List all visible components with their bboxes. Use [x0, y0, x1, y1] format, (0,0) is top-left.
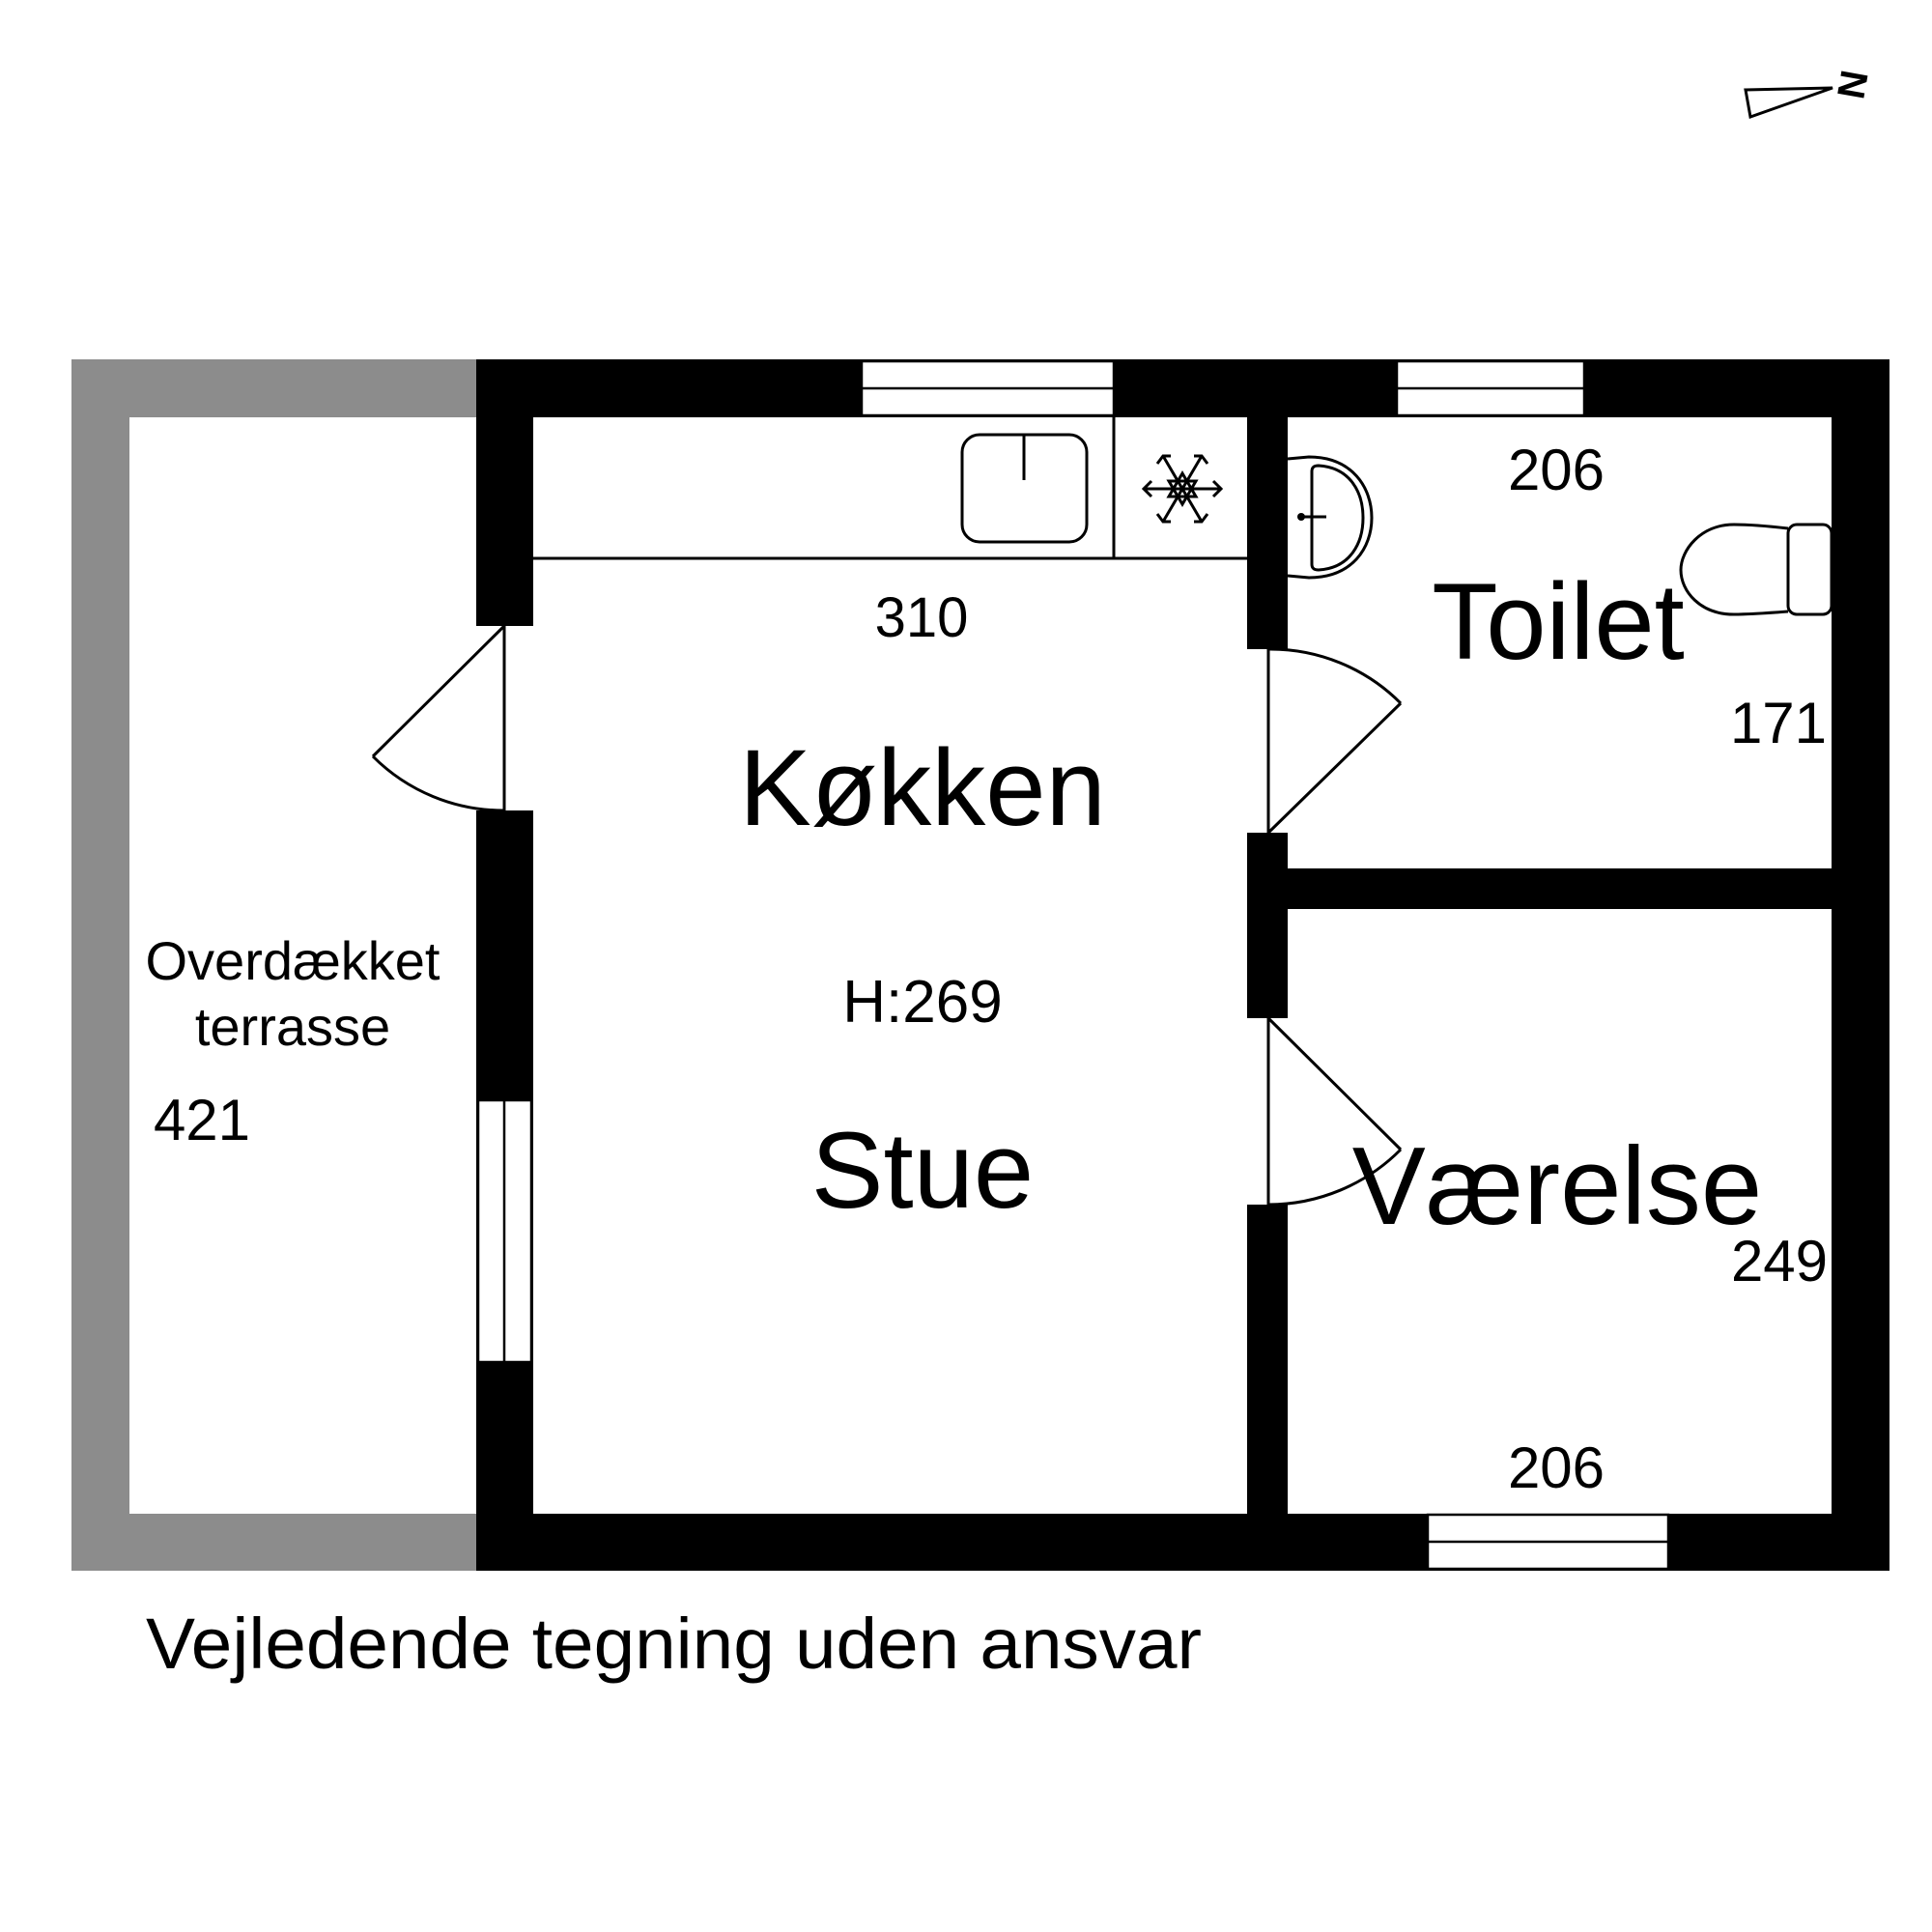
ceiling-height: H:269 [842, 969, 1002, 1036]
middle-wall [1247, 833, 1288, 1018]
toilet-bedroom-wall [1288, 868, 1832, 909]
window-toilet [1395, 359, 1586, 417]
terrace-label: Overdækket terrasse 421 [146, 930, 440, 1152]
snowflake-icon [1141, 454, 1224, 524]
bedroom-name: Værelse [1352, 1125, 1763, 1248]
washbasin-icon [1287, 455, 1374, 580]
window-bedroom [1426, 1513, 1670, 1571]
kitchen-label: 310 Køkken H:269 [739, 586, 1106, 1036]
toilet-width: 206 [1508, 438, 1605, 502]
living-name: Stue [811, 1110, 1034, 1231]
disclaimer-caption: Vejledende tegning uden ansvar [146, 1604, 1202, 1684]
living-label: Stue [811, 1110, 1034, 1231]
bedroom-width: 206 [1508, 1435, 1605, 1500]
top-wall [476, 359, 1889, 417]
sink-icon [960, 433, 1089, 544]
middle-wall [1247, 1205, 1288, 1571]
terrace-walls [71, 359, 476, 1571]
terrace-length: 421 [154, 1088, 250, 1152]
kitchen-counter [533, 417, 1247, 560]
door-bedroom[interactable] [1266, 1016, 1403, 1207]
middle-wall [1247, 359, 1288, 649]
door-terrace[interactable] [371, 624, 506, 812]
bottom-wall [476, 1514, 1889, 1571]
toilet-label: 206 Toilet 171 [1432, 438, 1827, 755]
kitchen-name: Køkken [739, 727, 1106, 848]
house-walls [476, 359, 1889, 1571]
bedroom-label: Værelse 249 206 [1352, 1125, 1828, 1500]
window-living [476, 1098, 533, 1364]
window-kitchen [860, 359, 1116, 417]
right-wall [1832, 359, 1889, 1571]
north-arrow-icon [1744, 86, 1833, 120]
terrace-name-line1: Overdækket [146, 930, 440, 991]
terrace-name-line2: terrasse [195, 996, 390, 1057]
toilet-length: 171 [1730, 691, 1827, 755]
north-label: N [1830, 68, 1876, 102]
bedroom-length: 249 [1731, 1229, 1828, 1293]
kitchen-width: 310 [875, 586, 969, 649]
compass: N [1744, 68, 1877, 120]
left-wall [476, 359, 533, 626]
toilet-name: Toilet [1432, 561, 1684, 682]
door-toilet[interactable] [1266, 647, 1403, 835]
toilet-icon [1679, 523, 1833, 616]
